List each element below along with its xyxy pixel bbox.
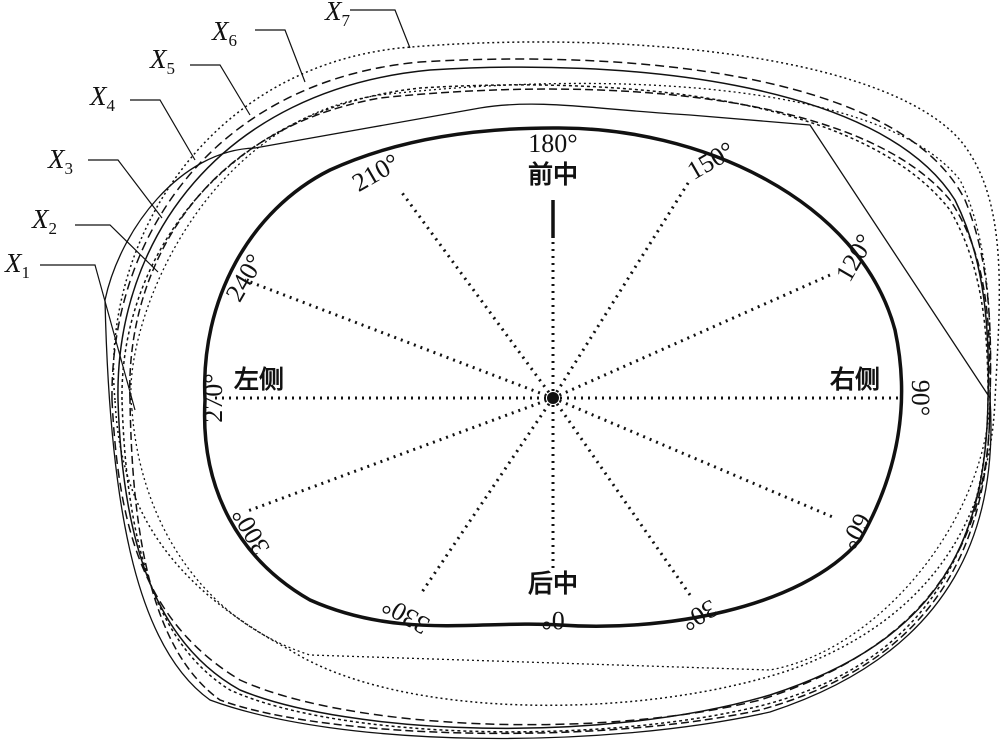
- label-leaders: [40, 9, 411, 411]
- angle-60: 60°: [834, 508, 877, 554]
- curve-x4: [121, 84, 989, 733]
- angle-spokes: [210, 179, 900, 596]
- spoke-150: [551, 179, 692, 399]
- angle-90: 90°: [906, 380, 935, 416]
- angle-300: 300°: [226, 503, 276, 560]
- spoke-210: [398, 189, 555, 399]
- center-point: [547, 392, 559, 404]
- angle-150: 150°: [682, 136, 739, 186]
- angle-0: 0°: [541, 606, 564, 635]
- spoke-120: [552, 273, 831, 400]
- angle-270: 270°: [199, 373, 228, 422]
- angle-30: 30°: [676, 594, 722, 637]
- angle-180: 180°: [528, 129, 577, 158]
- inner-contour: [202, 126, 904, 628]
- label-x4: X4: [89, 81, 116, 115]
- curve-x2: [104, 103, 992, 740]
- angle-240: 240°: [220, 249, 270, 306]
- spoke-30: [551, 397, 692, 596]
- angle-210: 210°: [347, 148, 404, 198]
- label-x1: X1: [4, 248, 30, 282]
- direction-back: 后中: [528, 569, 578, 598]
- label-x2: X2: [31, 204, 57, 238]
- label-x3: X3: [47, 144, 73, 178]
- spoke-60: [552, 396, 836, 520]
- direction-front: 前中: [528, 160, 578, 189]
- curve-x7: [112, 41, 1000, 706]
- spoke-240: [244, 278, 554, 400]
- direction-left: 左侧: [234, 365, 284, 394]
- label-x7: X7: [324, 0, 351, 30]
- label-x6: X6: [211, 16, 237, 50]
- direction-right: 右侧: [830, 365, 880, 394]
- angle-330: 330°: [377, 590, 434, 640]
- spoke-300: [244, 396, 554, 514]
- spoke-330: [418, 397, 555, 596]
- label-x5: X5: [149, 44, 175, 78]
